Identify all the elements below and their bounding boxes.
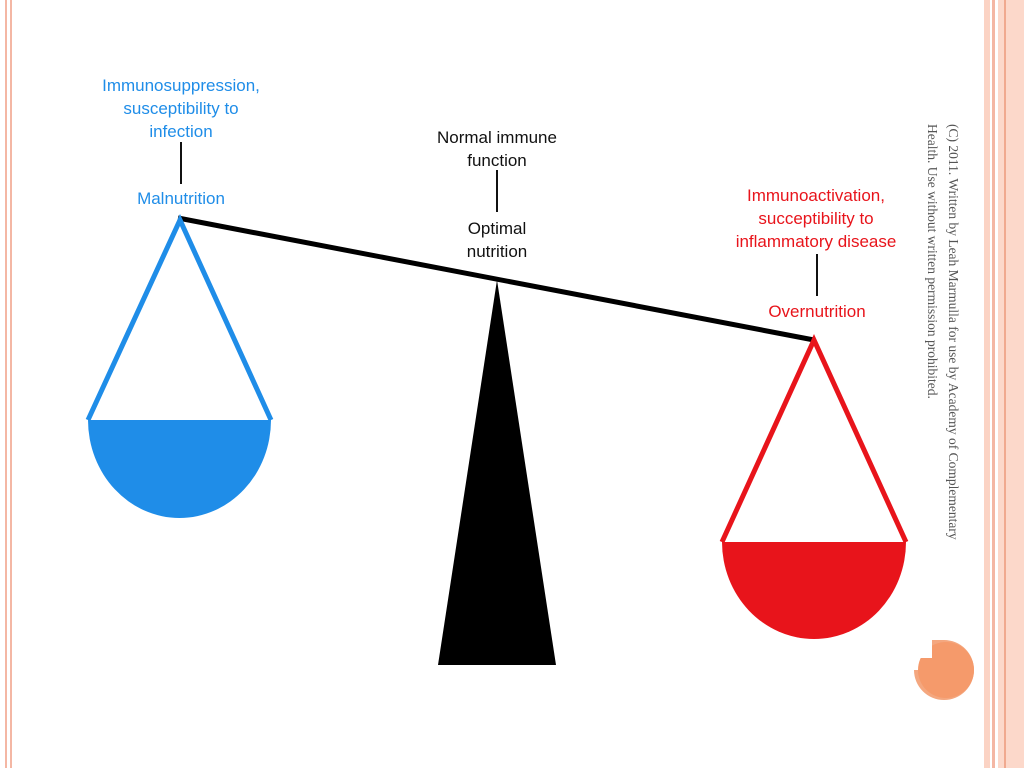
scale-fulcrum <box>438 280 556 665</box>
copyright-line-2: Health. Use without written permission p… <box>925 124 940 399</box>
left-effect-label: Immunosuppression, susceptibility to inf… <box>102 76 260 141</box>
right-effect-label: Immunoactivation, succeptibility to infl… <box>735 186 897 251</box>
right-border-band <box>1004 0 1006 768</box>
copyright-notice: (C) 2011. Written by Leah Marmulla for u… <box>922 124 964 644</box>
scale-beam <box>177 215 815 343</box>
right-state-label: Overnutrition <box>768 302 866 321</box>
left-border-line <box>10 0 12 768</box>
left-pan <box>88 420 271 518</box>
orange-circle-icon <box>914 640 974 700</box>
right-border-band <box>998 0 1024 768</box>
right-border-band <box>992 0 995 768</box>
right-pan-strings <box>719 333 909 544</box>
right-border-band <box>984 0 990 768</box>
center-state-label: Optimal nutrition <box>466 219 528 261</box>
center-effect-label: Normal immune function <box>437 128 557 170</box>
right-pan <box>722 542 906 639</box>
left-pan-strings <box>85 213 274 422</box>
copyright-line-1: (C) 2011. Written by Leah Marmulla for u… <box>946 124 961 540</box>
left-border-line <box>5 0 7 768</box>
left-state-label: Malnutrition <box>137 189 225 208</box>
